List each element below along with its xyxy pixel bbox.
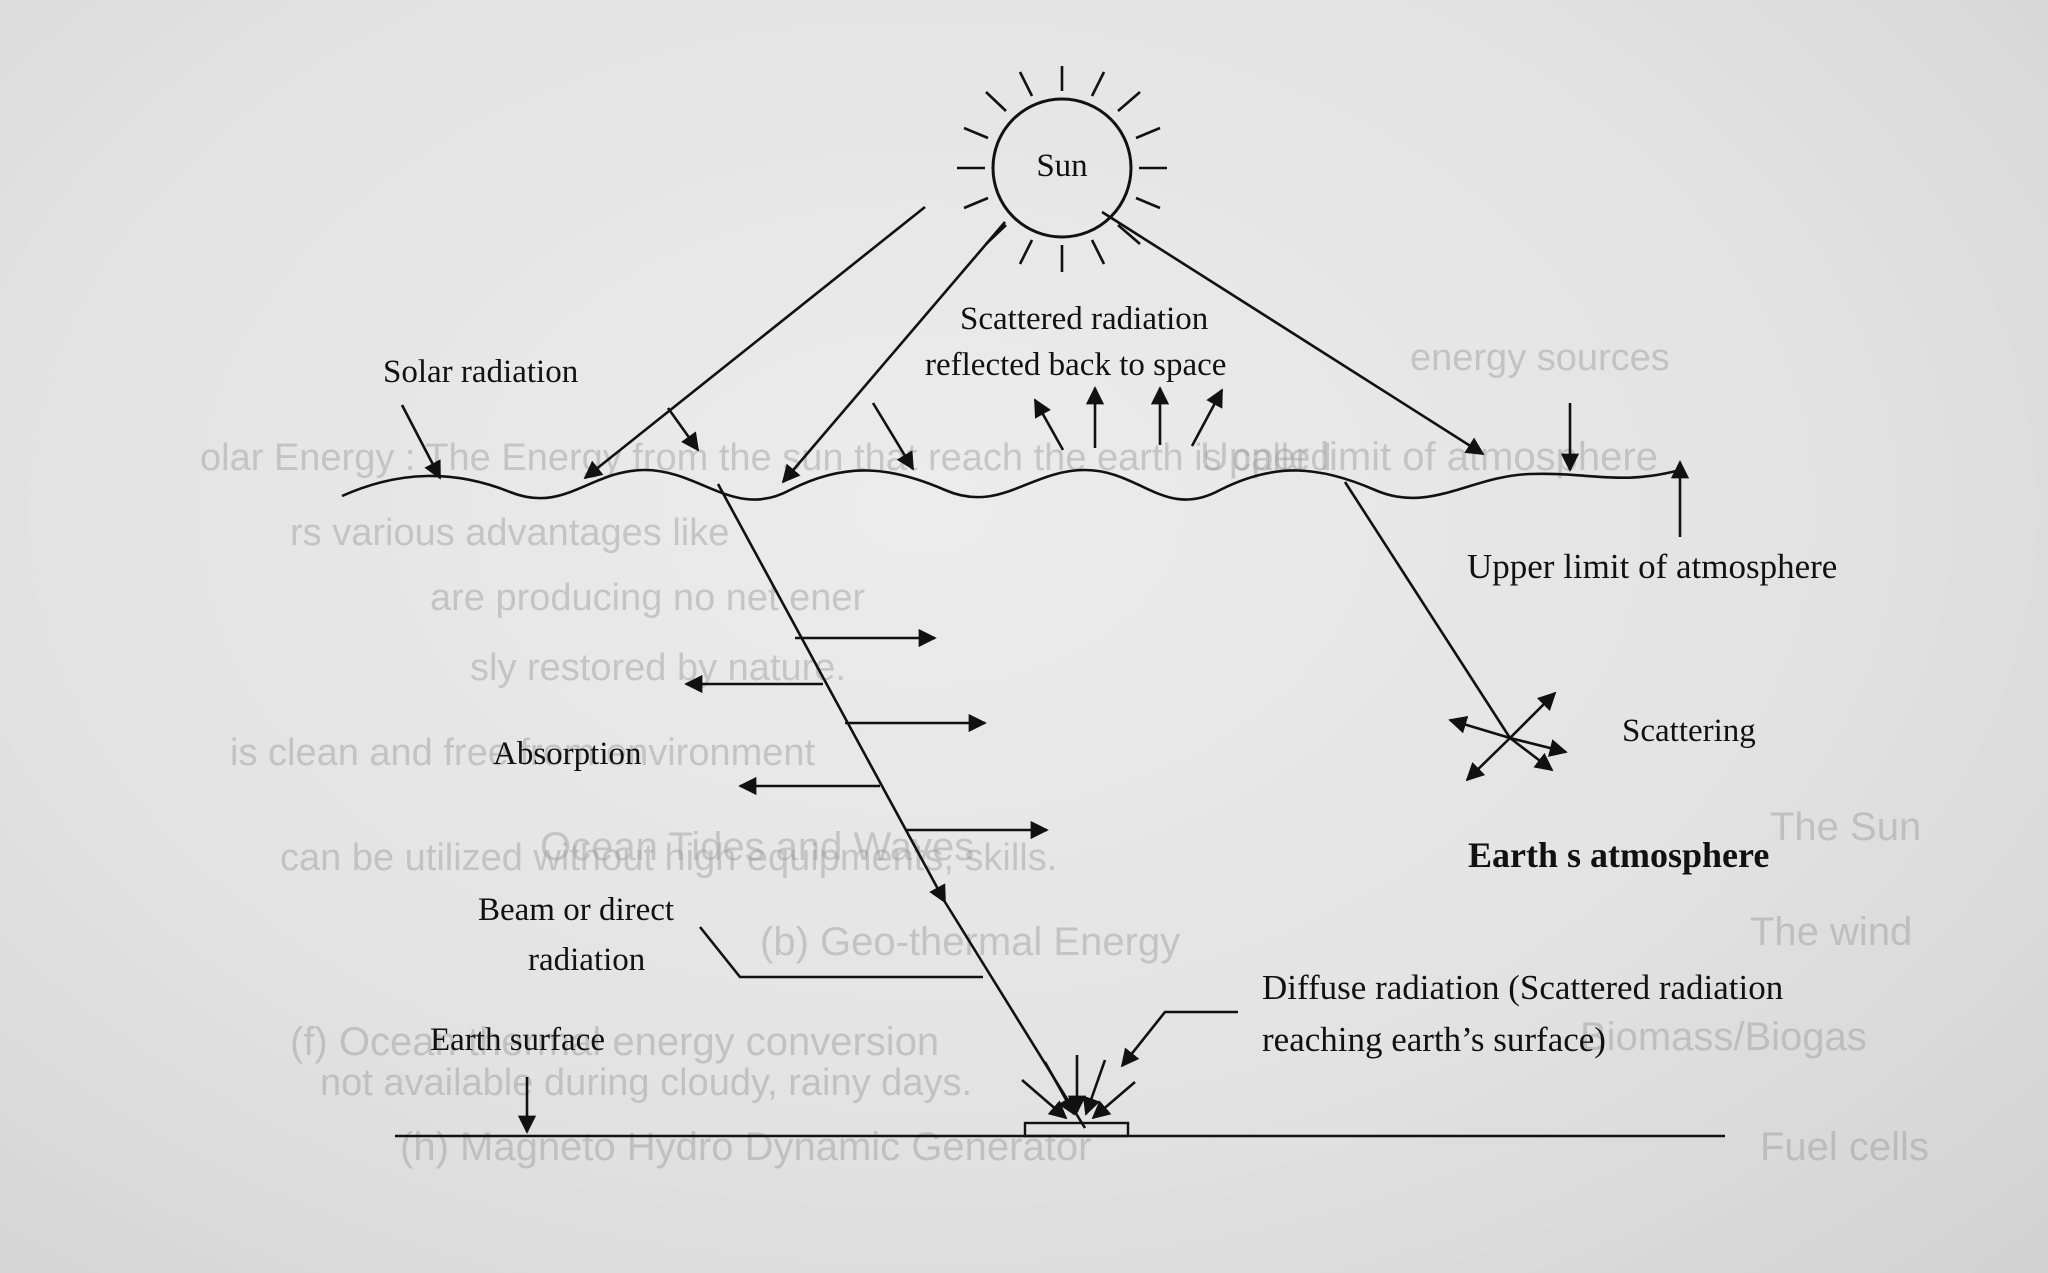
solar-radiation-arrow <box>871 402 915 471</box>
upper-limit-label: Upper limit of atmosphere <box>1467 547 1837 586</box>
bleed-text: olar Energy : The Energy from the sun th… <box>200 437 1331 479</box>
bleed-text: is clean and free from environment <box>230 732 816 774</box>
reflected-arrow <box>1033 398 1065 451</box>
solar-ray-middle <box>781 221 1006 484</box>
scattered-radiation-label-line1: Scattered radiation <box>960 301 1208 337</box>
earth-surface-label: Earth surface <box>430 1022 605 1058</box>
earths-atmosphere-label: Earth s atmosphere <box>1468 835 1769 875</box>
bleed-text: The wind <box>1750 910 1912 954</box>
solar-radiation-arrow <box>666 407 700 452</box>
diffuse-arrows <box>1021 1055 1136 1120</box>
sun: Sun <box>957 66 1167 272</box>
bleed-text: not available during cloudy, rainy days. <box>320 1062 972 1104</box>
beam-label-leader <box>698 926 983 979</box>
diffuse-radiation-label-line2: reaching earth’s surface) <box>1262 1020 1606 1059</box>
bleed-text: are producing no net ener <box>430 577 866 619</box>
absorption-label: Absorption <box>493 736 642 772</box>
bleed-text: (h) Magneto Hydro Dynamic Generator <box>400 1125 1091 1169</box>
bleed-text: Fuel cells <box>1760 1125 1929 1169</box>
bleed-text: can be utilized without high equipments,… <box>280 837 1057 879</box>
bleed-text: (f) Ocean thermal energy conversion <box>290 1020 939 1064</box>
scattered-radiation-label-line2: reflected back to space <box>925 347 1226 383</box>
beam-radiation-ray <box>716 483 947 904</box>
solar-ray-left <box>583 205 926 480</box>
scattering-star <box>1448 691 1568 782</box>
solar-ray-right <box>1101 210 1485 456</box>
bleed-text: Biomass/Biogas <box>1580 1015 1867 1059</box>
bleed-text: The Sun <box>1770 805 1921 849</box>
reflected-arrow <box>1190 388 1224 447</box>
solar-radiation-arrow <box>400 404 442 480</box>
scattering-ray <box>1343 481 1512 739</box>
bleed-text: rs various advantages like <box>290 512 729 554</box>
sun-circle <box>991 97 1133 239</box>
solar-radiation-label: Solar radiation <box>383 354 578 390</box>
beam-radiation-label-line1: Beam or direct <box>478 892 674 928</box>
diffuse-label-leader <box>1120 1010 1238 1068</box>
bleed-through-text: are producing no net ener sly restored b… <box>200 337 1929 1169</box>
atmosphere-upper-limit-line <box>341 468 1681 501</box>
sun-label: Sun <box>1036 148 1087 184</box>
collector-plate <box>1023 1121 1130 1138</box>
beam-radiation-label-line2: radiation <box>528 942 645 978</box>
bleed-text: Ocean Tides and Waves <box>540 825 974 869</box>
diffuse-radiation-label-line1: Diffuse radiation (Scattered radiation <box>1262 968 1783 1007</box>
scattering-label: Scattering <box>1622 713 1756 749</box>
bleed-text: energy sources <box>1410 337 1670 379</box>
bleed-text: sly restored by nature. <box>470 647 846 689</box>
